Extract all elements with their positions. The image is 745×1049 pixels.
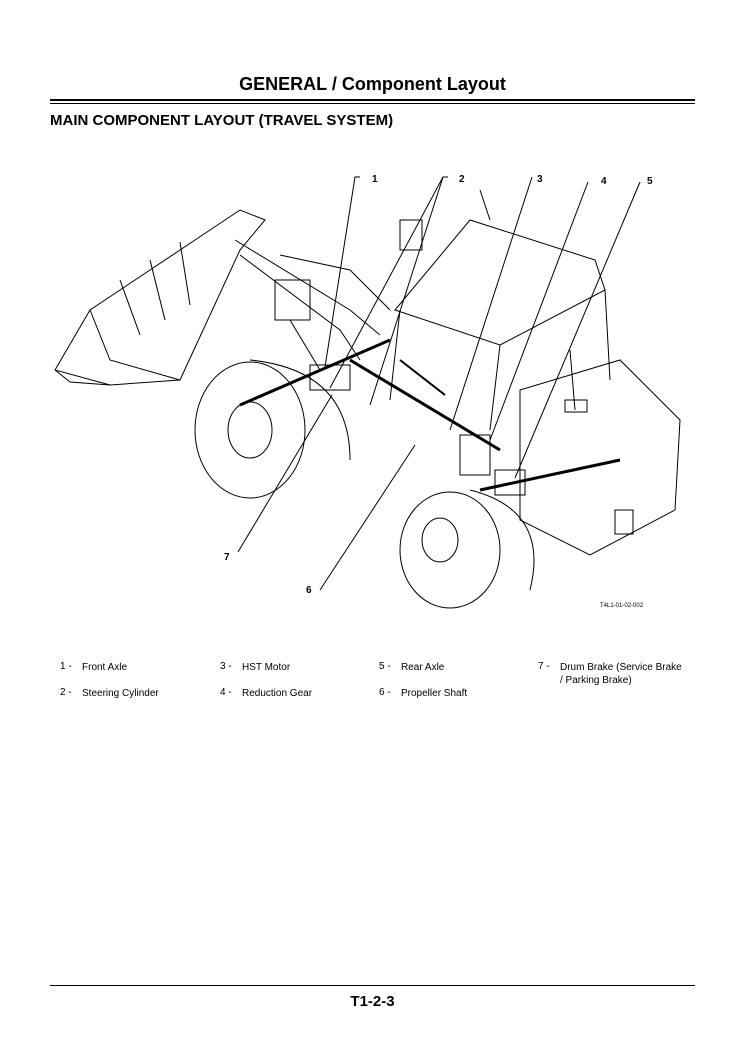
callout-7: 7 — [224, 552, 230, 563]
legend-item-7: 7 - Drum Brake (Service Brake / Parking … — [538, 661, 685, 687]
legend-label: Rear Axle — [401, 662, 445, 673]
callout-4: 4 — [601, 176, 607, 187]
legend-item-5: 5 - Rear Axle — [379, 661, 526, 674]
callout-6: 6 — [306, 585, 312, 596]
legend-num: 7 - — [538, 661, 550, 672]
legend-num: 1 - — [60, 661, 72, 672]
legend-num: 2 - — [60, 687, 72, 698]
legend-num: 3 - — [220, 661, 232, 672]
cab-shape — [389, 189, 611, 431]
header-rule-bottom — [50, 103, 695, 104]
legend-label: Front Axle — [82, 662, 128, 673]
front-wheel-shape — [194, 359, 351, 499]
callout-5: 5 — [647, 176, 653, 187]
legend-item-1: 1 - Front Axle — [60, 661, 207, 674]
rear-body-shape — [519, 349, 681, 556]
bucket-shape — [54, 209, 266, 386]
page-header-title: GENERAL / Component Layout — [239, 74, 506, 94]
callout-1: 1 — [372, 174, 378, 185]
lift-arm-shape — [234, 239, 391, 371]
legend-label: HST Motor — [242, 662, 291, 673]
leader-lines — [237, 176, 641, 591]
drive-line-shape — [239, 338, 621, 496]
section-title: MAIN COMPONENT LAYOUT (TRAVEL SYSTEM) — [50, 112, 394, 129]
legend-label: Steering Cylinder — [82, 688, 159, 699]
legend-num: 5 - — [379, 661, 391, 672]
legend-label: Drum Brake (Service Brake / Parking Brak… — [560, 662, 682, 686]
legend-num: 6 - — [379, 687, 391, 698]
header-rule-top — [50, 99, 695, 101]
rear-wheel-shape — [399, 489, 535, 609]
figure-code: T4L1-01-02-002 — [600, 603, 644, 609]
callout-2: 2 — [459, 174, 465, 185]
footer-rule — [50, 985, 695, 986]
legend-item-4: 4 - Reduction Gear — [220, 687, 367, 700]
legend-label: Propeller Shaft — [401, 688, 468, 699]
legend-item-2: 2 - Steering Cylinder — [60, 687, 207, 700]
legend-item-3: 3 - HST Motor — [220, 661, 367, 674]
legend-num: 4 - — [220, 687, 232, 698]
page-number: T1-2-3 — [350, 993, 395, 1010]
callout-3: 3 — [537, 174, 543, 185]
wheel-loader-drawing: 1 2 3 4 5 6 7 — [54, 174, 681, 609]
legend-label: Reduction Gear — [242, 688, 313, 699]
legend-item-6: 6 - Propeller Shaft — [379, 687, 526, 700]
component-layout-figure: 1 2 3 4 5 6 7 — [50, 160, 695, 620]
